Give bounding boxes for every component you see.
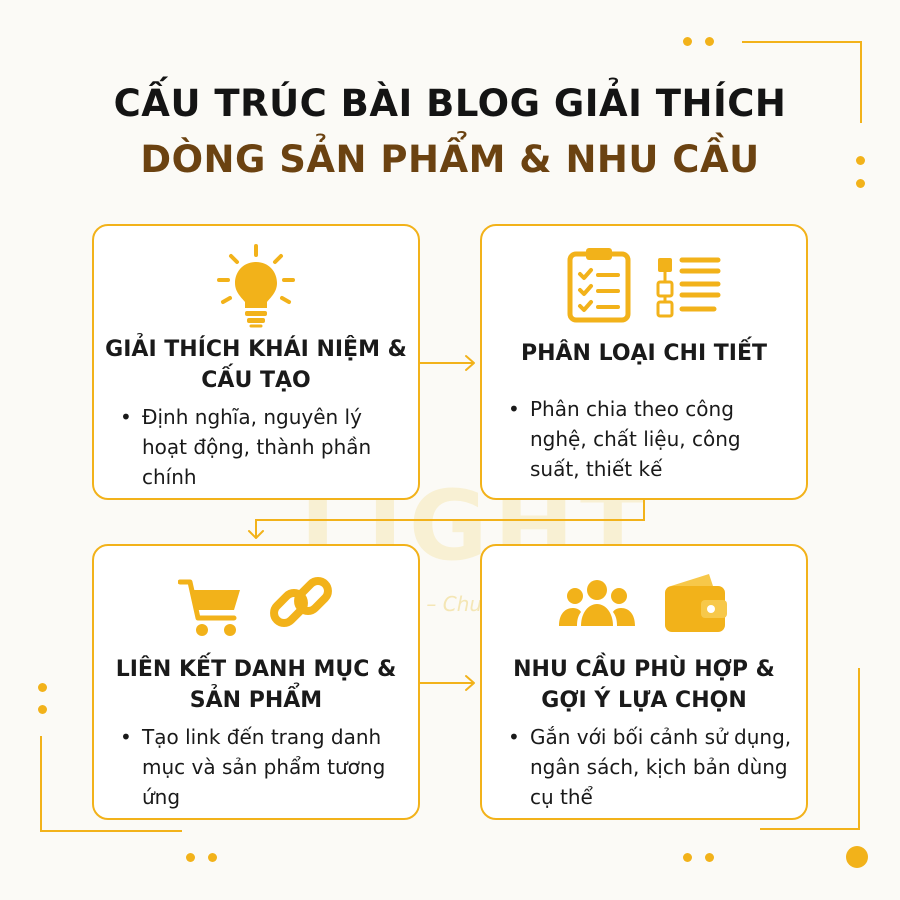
decor-dot: [186, 853, 195, 862]
decor-dot-large: [846, 846, 868, 868]
frame-top-right: [742, 41, 862, 123]
decor-dot: [683, 37, 692, 46]
frame-bottom-left: [40, 736, 182, 832]
card-bullet: Định nghĩa, nguyên lý hoạt động, thành p…: [120, 402, 404, 492]
decor-dot: [705, 853, 714, 862]
decor-dot: [705, 37, 714, 46]
card-needs-suggestions: NHU CẦU PHÙ HỢP & GỢI Ý LỰA CHỌN Gắn với…: [480, 544, 808, 820]
decor-dot: [38, 683, 47, 692]
wallet-icon: [661, 564, 731, 654]
decor-dot: [856, 156, 865, 165]
chain-link-icon: [268, 564, 334, 654]
card-concept-structure: GIẢI THÍCH KHÁI NIỆM & CẤU TẠO Định nghĩ…: [92, 224, 420, 500]
decor-dot: [208, 853, 217, 862]
clipboard-checklist-icon: [566, 244, 632, 334]
card-bullet: Gắn với bối cảnh sử dụng, ngân sách, kịc…: [508, 722, 792, 812]
card-title: LIÊN KẾT DANH MỤC & SẢN PHẨM: [115, 657, 397, 713]
page-title: CẤU TRÚC BÀI BLOG GIẢI THÍCH: [113, 82, 787, 125]
card-bullet: Tạo link đến trang danh mục và sản phẩm …: [120, 722, 404, 812]
card-title: PHÂN LOẠI CHI TIẾT: [520, 341, 768, 366]
page-subtitle: DÒNG SẢN PHẨM & NHU CẦU: [140, 138, 760, 181]
card-title: GIẢI THÍCH KHÁI NIỆM & CẤU TẠO: [105, 337, 407, 393]
users-group-icon: [557, 564, 637, 654]
card-classification: PHÂN LOẠI CHI TIẾT Phân chia theo công n…: [480, 224, 808, 500]
card-bullet: Phân chia theo công nghệ, chất liệu, côn…: [508, 394, 792, 484]
decor-dot: [38, 705, 47, 714]
card-category-links: LIÊN KẾT DANH MỤC & SẢN PHẨM Tạo link đế…: [92, 544, 420, 820]
lightbulb-icon: [211, 244, 301, 334]
decor-dot: [683, 853, 692, 862]
shopping-cart-icon: [177, 564, 244, 654]
arrow-card2-to-card3: [255, 500, 645, 538]
decor-dot: [856, 179, 865, 188]
card-title: NHU CẦU PHÙ HỢP & GỢI Ý LỰA CHỌN: [513, 657, 775, 713]
frame-bottom-right: [760, 668, 860, 830]
list-tree-icon: [656, 244, 722, 334]
